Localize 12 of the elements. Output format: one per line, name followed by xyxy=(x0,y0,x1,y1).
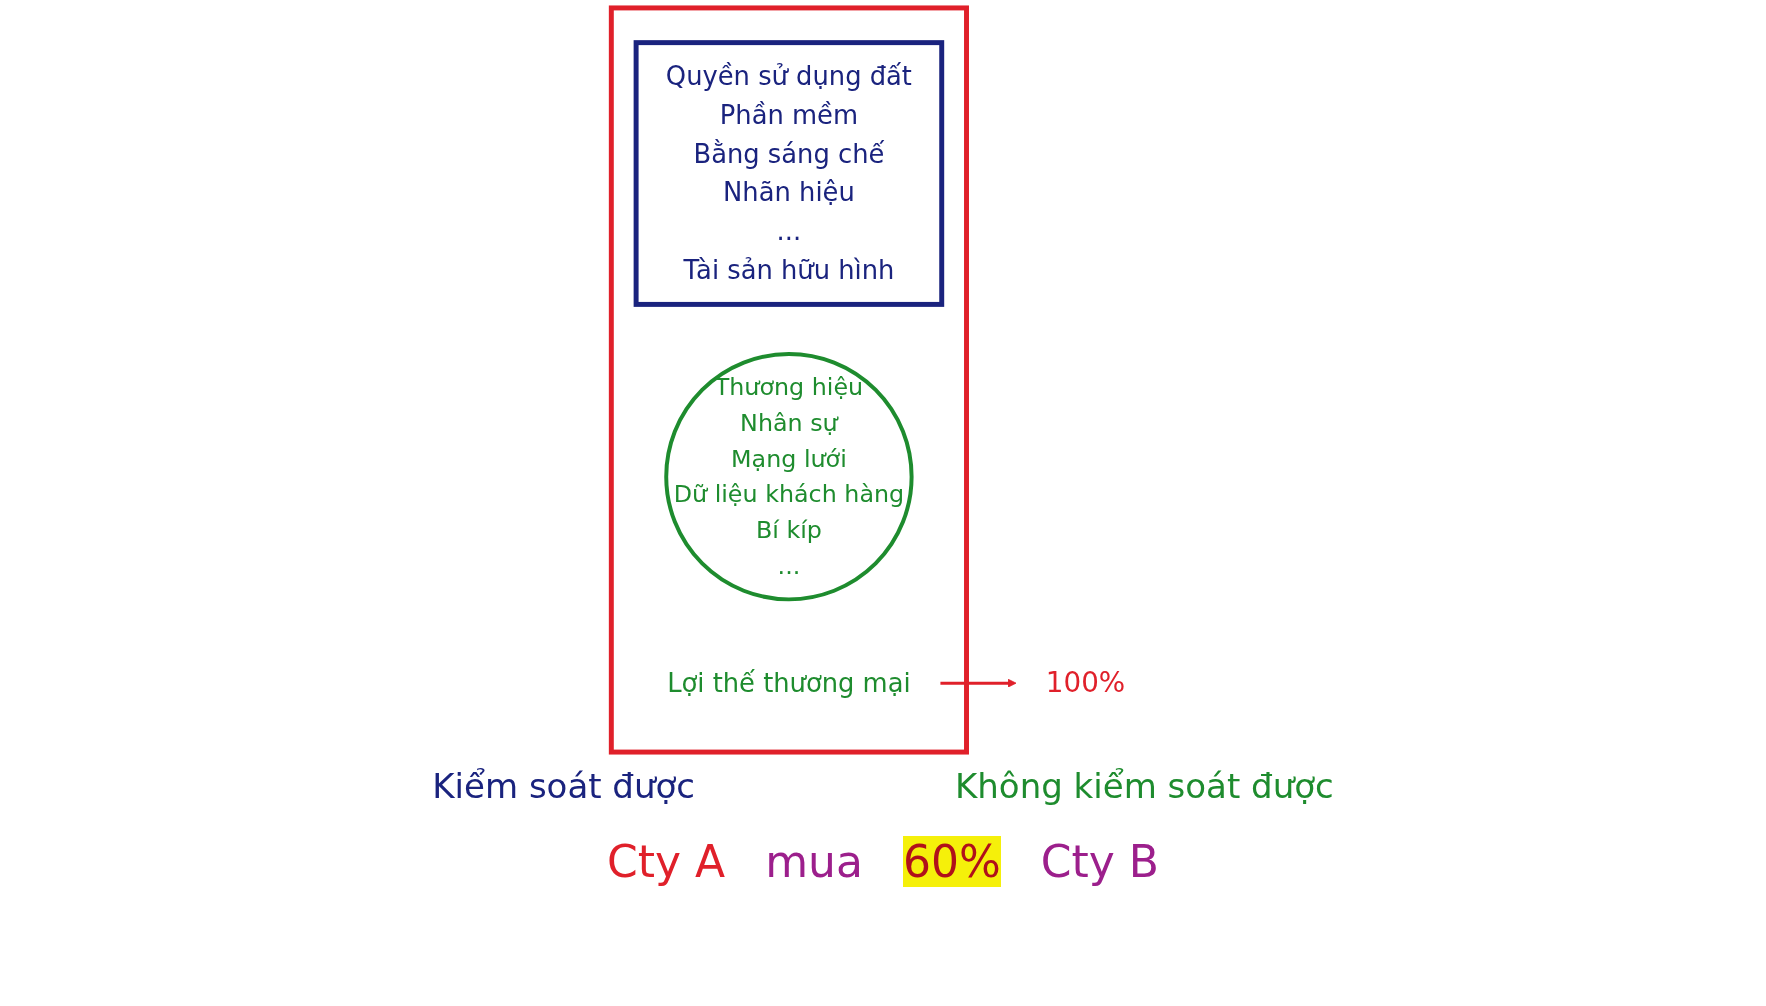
note-text: mua xyxy=(765,836,863,887)
node-circle: Thương hiệu Nhân sự Mạng lưới Dữ liệu khách hàng Bí kíp ... xyxy=(664,352,914,602)
caption-text: Không kiểm soát được xyxy=(955,766,1334,806)
arrow xyxy=(940,678,1017,688)
note-text: Cty A xyxy=(607,836,726,887)
node-box: Quyền sử dụng đất Phần mềm Bằng sáng chế Nhãn hiệu ... Tài sản hữu hình xyxy=(633,40,945,307)
cluster xyxy=(608,5,969,755)
node-text: 100% xyxy=(1045,666,1126,700)
node-text: Lợi thế thương mại xyxy=(667,667,911,698)
note-text: Cty B xyxy=(1040,836,1159,887)
note-text: 60% xyxy=(902,836,1001,887)
caption-text: Kiểm soát được xyxy=(432,766,695,806)
